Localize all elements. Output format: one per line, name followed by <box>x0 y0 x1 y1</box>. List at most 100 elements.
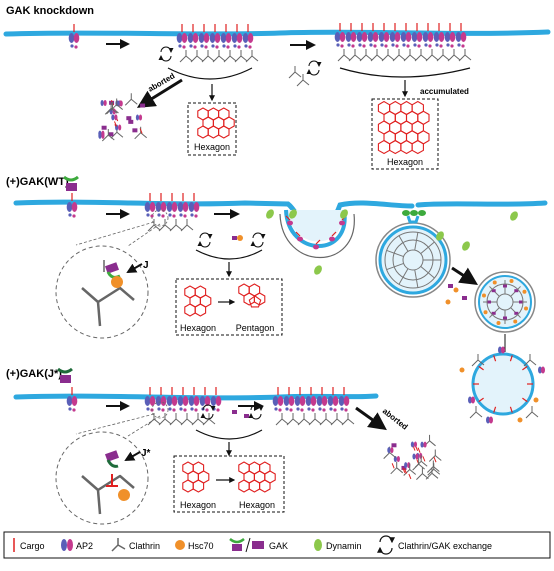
clathrin-triskelion <box>124 93 138 106</box>
zoom-source <box>151 401 169 419</box>
hsc70 <box>496 321 501 326</box>
ap2-adaptor <box>155 193 167 218</box>
clathrin-cage-uncoating <box>481 278 529 326</box>
clathrin-triskelion <box>416 467 429 480</box>
gak <box>503 284 507 288</box>
ap2-fragment <box>412 453 416 460</box>
bracket <box>167 67 253 80</box>
cage-ring <box>402 249 424 271</box>
hexagon-label: Hexagon <box>194 142 230 152</box>
clathrin-triskelion <box>288 66 302 79</box>
lattice-hexagon <box>194 303 207 317</box>
cage-strut <box>414 232 419 251</box>
clathrin-triskelion <box>169 413 183 426</box>
exchange-icon <box>248 404 264 420</box>
dynamin <box>289 209 297 219</box>
pentagon-lattice <box>238 283 266 308</box>
gak <box>401 465 407 470</box>
gak-zoom <box>104 262 120 274</box>
legend-hsc70: Hsc70 <box>188 541 214 551</box>
vesicle-neck <box>406 215 420 224</box>
panel-mutant: (+)GAK(J*) Hexagon Hexagon aborted J* <box>6 367 442 525</box>
lattice-box <box>371 98 439 170</box>
ap2-adaptor <box>188 387 200 412</box>
ap2-adaptor <box>177 193 189 218</box>
gak-mutant-icon <box>57 367 73 383</box>
hsc70-zoom <box>111 276 123 288</box>
exchange-icons-1 <box>158 46 322 76</box>
cargo <box>493 355 497 362</box>
hexagon-lattices <box>182 461 276 493</box>
cage-strut <box>398 268 409 285</box>
ap2-adaptor <box>187 24 199 49</box>
ap2-adaptor <box>199 387 211 412</box>
pentagon-label: Pentagon <box>236 323 275 333</box>
zoom-line <box>127 223 161 247</box>
ap2-fragment <box>413 441 418 448</box>
clathrin-triskelion <box>381 49 395 62</box>
exchange-icon <box>250 232 266 248</box>
clathrin-zoom <box>81 286 135 327</box>
ap2-fragment <box>415 453 419 460</box>
exchange-icon <box>200 404 216 420</box>
cargo <box>315 239 321 245</box>
zoom-line <box>127 415 161 437</box>
ap2 <box>329 236 335 242</box>
ap2 <box>498 346 502 354</box>
ap2-fragment <box>119 100 123 107</box>
clathrin-triskelion <box>414 455 428 468</box>
ap2-adaptor <box>316 387 328 412</box>
ap2-adaptor <box>166 387 178 412</box>
hexagon-label: Hexagon <box>239 500 275 510</box>
ap2-fragment <box>109 108 113 115</box>
gak-zoom <box>104 450 120 462</box>
clathrin-triskelion <box>425 49 439 62</box>
inhibition-symbol <box>106 474 118 487</box>
ap2-adaptor <box>338 387 350 412</box>
ap2-adaptor <box>242 24 254 49</box>
cargo <box>509 355 513 362</box>
legend-gak: GAK <box>269 541 288 551</box>
accumulated-label: accumulated <box>420 87 469 96</box>
clathrin-triskelion <box>191 413 205 426</box>
ap2 <box>297 236 303 242</box>
hexagon-label: Hexagon <box>180 500 216 510</box>
ap2-fragment <box>423 441 427 448</box>
clathrin-triskelion <box>390 461 404 475</box>
hexagon-lattice <box>184 285 212 317</box>
cage-strut <box>420 266 435 279</box>
legend: Cargo AP2 Clathrin Hsc70 GAK Dynamin Cla… <box>3 531 551 559</box>
lattice-hexagon <box>243 292 255 306</box>
lattice-hexagon <box>389 139 402 155</box>
ap2-fragment <box>387 447 391 454</box>
hsc70 <box>533 397 539 403</box>
clathrin-triskelion <box>308 413 322 426</box>
lattice-hexagon <box>207 125 220 139</box>
cargo <box>285 215 291 221</box>
ap2-fragment <box>404 462 408 469</box>
disassembled-coat-debris <box>98 93 147 142</box>
clathrin-triskelion <box>286 413 300 426</box>
lattice-box <box>173 455 285 513</box>
ap2-adaptor <box>144 387 156 412</box>
ap2-adaptor <box>422 23 434 48</box>
panel-title-wildtype: (+)GAK(WT) <box>6 176 69 188</box>
ap2-adaptor <box>166 193 178 218</box>
panel-title-knockdown: GAK knockdown <box>6 5 94 17</box>
ap2-adaptor <box>68 24 80 49</box>
ap2-adaptor <box>198 24 210 49</box>
lattice-hexagon <box>377 139 391 155</box>
gak <box>232 236 237 240</box>
clathrin-triskelion <box>223 50 237 63</box>
ap2-adaptor <box>231 24 243 49</box>
ap2-adaptor <box>378 23 390 48</box>
panel-wildtype: (+)GAK(WT) Hexagon Pentagon J <box>6 175 548 424</box>
ap2-adaptor <box>294 387 306 412</box>
gak <box>462 296 467 300</box>
clathrin-triskelion <box>348 49 362 62</box>
cage-ring <box>486 283 524 321</box>
ap2-adaptor <box>66 193 78 218</box>
ap2-fragment <box>396 455 400 462</box>
clathrin-triskelion <box>180 413 194 426</box>
